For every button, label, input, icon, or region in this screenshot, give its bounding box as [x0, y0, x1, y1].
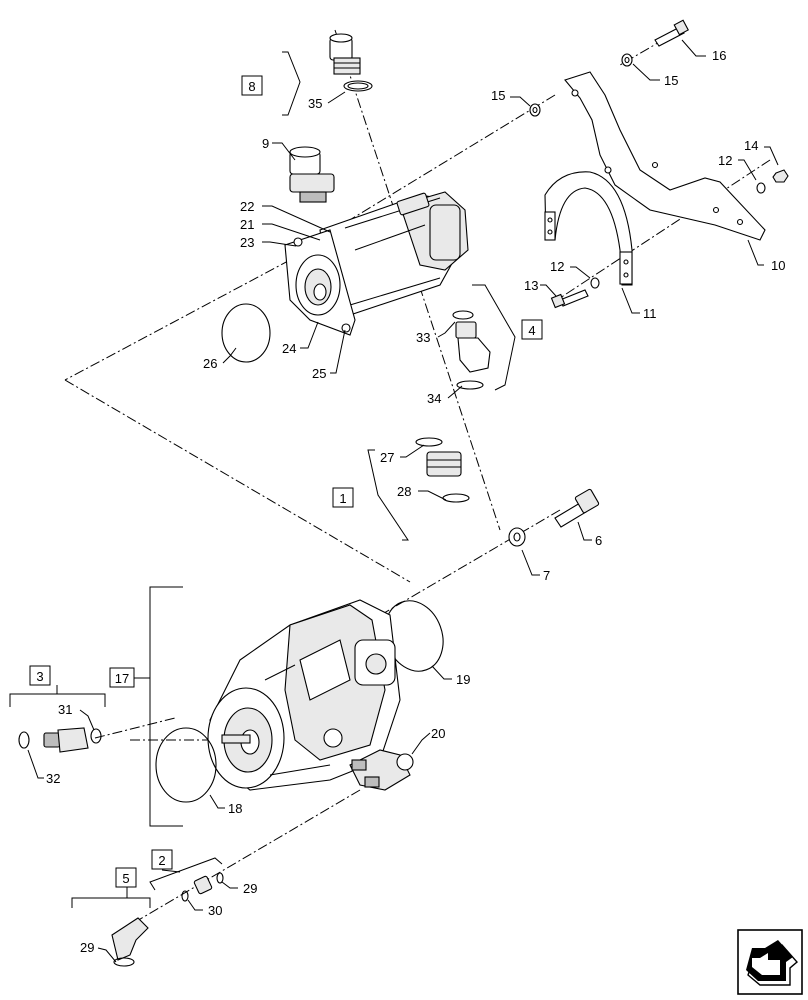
callout-11: 11 — [643, 306, 657, 321]
callout-25: 25 — [312, 366, 326, 381]
callout-29: 29 — [80, 940, 94, 955]
leader-lines — [9, 39, 779, 963]
callout-28: 28 — [397, 484, 411, 499]
o-ring-26 — [221, 303, 271, 363]
callout-6: 6 — [595, 533, 602, 548]
callout-4: 4 — [528, 323, 535, 338]
main-pump — [207, 599, 401, 791]
callout-23: 23 — [240, 235, 254, 250]
callout-29: 29 — [243, 881, 257, 896]
small-hardware-top — [529, 19, 789, 309]
fitting-1 — [415, 437, 470, 503]
next-page-arrow-icon[interactable] — [737, 929, 803, 995]
elbow-fitting-4 — [452, 310, 491, 390]
callout-30: 30 — [208, 903, 222, 918]
callout-12: 12 — [718, 153, 732, 168]
bolt-6 — [554, 488, 600, 528]
callout-1: 1 — [339, 491, 346, 506]
center-lines — [64, 29, 771, 926]
callout-9: 9 — [262, 136, 269, 151]
callout-14: 14 — [744, 138, 758, 153]
callout-33: 33 — [416, 330, 430, 345]
callout-32: 32 — [46, 771, 60, 786]
valve-20 — [349, 749, 414, 791]
callout-8: 8 — [248, 79, 255, 94]
mounting-bracket — [564, 71, 766, 241]
callout-7: 7 — [543, 568, 550, 583]
boxed-callouts: 8 4 1 17 3 2 5 — [29, 75, 543, 888]
callout-18: 18 — [228, 801, 242, 816]
callout-22: 22 — [240, 199, 254, 214]
fitting-8 — [329, 33, 373, 92]
callout-10: 10 — [771, 258, 785, 273]
callout-15: 15 — [491, 88, 505, 103]
callout-3: 3 — [36, 669, 43, 684]
callout-35: 35 — [308, 96, 322, 111]
plain-callouts: 16 15 15 14 12 12 13 10 11 35 9 22 21 23… — [46, 48, 785, 955]
callout-20: 20 — [431, 726, 445, 741]
u-clamp — [544, 171, 633, 286]
o-ring-18 — [155, 727, 217, 803]
callout-34: 34 — [427, 391, 441, 406]
fitting-9 — [289, 146, 335, 203]
callout-13: 13 — [524, 278, 538, 293]
callout-15: 15 — [664, 73, 678, 88]
upper-pump — [284, 191, 469, 336]
callout-5: 5 — [122, 871, 129, 886]
callout-27: 27 — [380, 450, 394, 465]
callout-31: 31 — [58, 702, 72, 717]
fitting-2 — [181, 872, 224, 902]
callout-26: 26 — [203, 356, 217, 371]
callout-12: 12 — [550, 259, 564, 274]
callout-16: 16 — [712, 48, 726, 63]
callout-21: 21 — [240, 217, 254, 232]
callout-19: 19 — [456, 672, 470, 687]
callout-2: 2 — [158, 853, 165, 868]
callout-17: 17 — [115, 671, 129, 686]
washer-7 — [508, 527, 526, 547]
callout-24: 24 — [282, 341, 296, 356]
fitting-3 — [18, 727, 102, 753]
elbow-fitting-5 — [111, 917, 149, 967]
